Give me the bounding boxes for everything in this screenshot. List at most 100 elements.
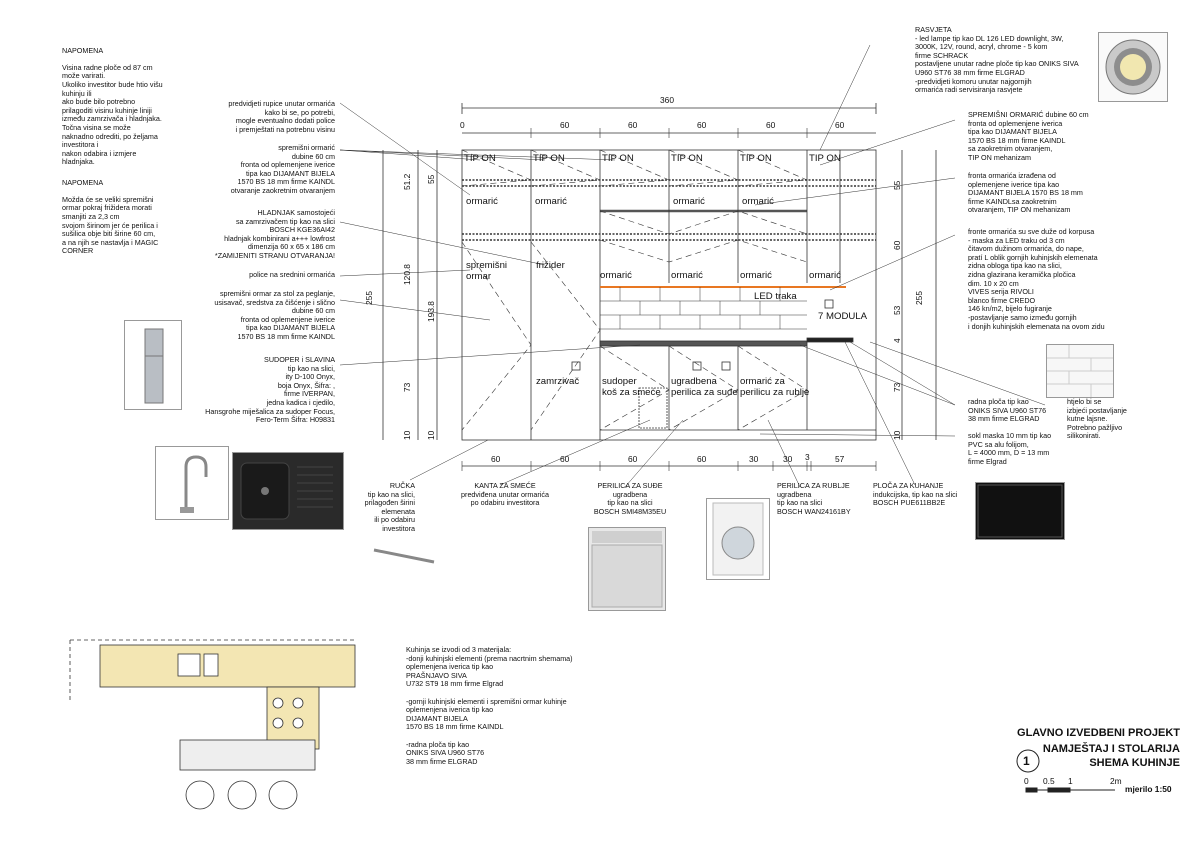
dim-left-6: 73 <box>402 382 412 392</box>
title-line-3: SHEMA KUHINJE <box>1089 757 1180 769</box>
callout-rucka: RUČKA tip kao na slici, prilagođen širin… <box>364 481 415 533</box>
scale-tick-05: 0.5 <box>1043 776 1055 786</box>
dim-bottom-6: 30 <box>783 454 793 464</box>
fridge-icon <box>144 328 164 404</box>
dishwasher-photo <box>588 527 666 611</box>
dim-right-3: 53 <box>892 305 902 315</box>
tile-icon <box>1047 345 1113 397</box>
callout-spremisni-ormaric: spremišni ormarić dubine 60 cm fronta od… <box>230 143 335 195</box>
dim-right-7: 255 <box>914 291 924 305</box>
dim-right-5: 73 <box>892 382 902 392</box>
dim-bottom-8: 57 <box>835 454 845 464</box>
label-ormaric-mid-3: ormarić <box>740 270 772 281</box>
dim-bottom-5: 30 <box>749 454 759 464</box>
callout-sokl: sokl maska 10 mm tip kao PVC sa alu foli… <box>968 431 1052 466</box>
dim-top-2: 60 <box>560 120 570 130</box>
title-number: 1 <box>1023 754 1030 768</box>
note-1-title: NAPOMENA <box>62 45 104 55</box>
label-ormaric-top-1: ormarić <box>466 196 498 207</box>
label-ormaric-mid-1: ormarić <box>600 270 632 281</box>
callout-spremisni-gornji: SPREMIŠNI ORMARIĆ dubine 60 cm fronta od… <box>968 110 1089 162</box>
label-tip-on-6: TIP ON <box>809 153 841 164</box>
downlight-photo <box>1098 32 1168 102</box>
label-ormaric-top-4: ormarić <box>742 196 774 207</box>
label-tip-on-4: TIP ON <box>671 153 703 164</box>
note-block-2: NAPOMENA Možda će se veliki spremišni or… <box>62 170 192 265</box>
label-7-modula: 7 MODULA <box>818 311 868 322</box>
dim-left-4: 255 <box>364 291 374 305</box>
washing-machine-photo <box>706 498 770 580</box>
label-tip-on-5: TIP ON <box>740 153 772 164</box>
label-ormaric-za-perilicu: ormarić za perilicu za rublje <box>740 376 810 398</box>
label-sudoper: sudoper koš za smeće <box>602 376 661 398</box>
title-line-2: NAMJEŠTAJ I STOLARIJA <box>1042 743 1180 755</box>
dim-bottom-3: 60 <box>628 454 638 464</box>
callout-rupice: predvidjeti rupice unutar ormarića kako … <box>228 99 335 134</box>
handle-icon <box>373 548 435 564</box>
scale-label: mjerilo 1:50 <box>1125 784 1172 794</box>
dim-left-1: 51.2 <box>402 173 412 190</box>
callout-rasvjeta: RASVJETA - led lampe tip kao DL 126 LED … <box>915 25 1079 95</box>
dim-top-6: 60 <box>835 120 845 130</box>
label-ormaric-top-2: ormarić <box>535 196 567 207</box>
cooktop-icon <box>977 484 1063 538</box>
faucet-icon <box>180 455 208 513</box>
dim-bottom-4: 60 <box>697 454 707 464</box>
label-ormaric-top-3: ormarić <box>673 196 705 207</box>
dim-bottom-2: 60 <box>560 454 570 464</box>
title-line-1: GLAVNO IZVEDBENI PROJEKT <box>1017 727 1180 739</box>
label-ormaric-mid-4: ormarić <box>809 270 841 281</box>
label-frizider: frižider <box>536 260 565 271</box>
label-tip-on-1: TIP ON <box>464 153 496 164</box>
scale-tick-2m: 2m <box>1110 776 1122 786</box>
dim-bottom-7: 3 <box>805 452 810 462</box>
label-tip-on-3: TIP ON <box>602 153 634 164</box>
callout-perilica-sude: PERILICA ZA SUĐE ugradbena tip kao na sl… <box>593 481 667 516</box>
dim-top-5: 60 <box>766 120 776 130</box>
washing-machine-icon <box>712 502 764 576</box>
cooktop-photo <box>975 482 1065 540</box>
materials-note: Kuhinja se izvodi od 3 materijala: -donj… <box>406 645 573 766</box>
dim-right-6: 10 <box>892 430 902 440</box>
dim-left-7: 10 <box>402 430 412 440</box>
label-led-traka: LED traka <box>754 291 797 302</box>
handle-photo <box>368 540 440 570</box>
tile-photo <box>1046 344 1114 398</box>
callout-fronta: fronta ormarića izrađena od oplemenjene … <box>968 171 1083 215</box>
callout-hladnjak: HLADNJAK samostojeći sa zamrzivačem tip … <box>214 208 335 260</box>
callout-spremisni-ormar: spremišni ormar za stol za peglanje, usi… <box>214 289 335 341</box>
faucet-photo <box>155 446 229 520</box>
note-1-body: Visina radne ploče od 87 cm može varirat… <box>62 62 163 167</box>
dishwasher-icon <box>591 531 663 608</box>
callout-radna-ploca: radna ploča tip kao ONIKS SIVA U960 ST76… <box>968 397 1047 424</box>
dim-right-4: 4 <box>892 338 902 343</box>
dim-left-3: 120.8 <box>402 264 412 285</box>
sink-icon <box>240 462 333 520</box>
dim-top-4: 60 <box>697 120 707 130</box>
callout-perilica-rublje: PERILICA ZA RUBLJE ugradbena tip kao na … <box>777 481 851 516</box>
fridge-photo <box>124 320 182 410</box>
label-ugradbena: ugradbena perilica za suđe <box>671 376 738 398</box>
label-spremisni-ormar: spremišni ormar <box>466 260 508 282</box>
callout-police: police na srednini ormarića <box>249 270 335 279</box>
scale-tick-0: 0 <box>1024 776 1029 786</box>
callout-sudoper: SUDOPER i SLAVINA tip kao na slici, ity … <box>205 355 335 425</box>
dim-top-1: 0 <box>460 120 465 130</box>
note-2-body: Možda će se veliki spremišni ormar pokra… <box>62 194 159 256</box>
dim-top-total: 360 <box>660 95 674 105</box>
dim-right-1: 55 <box>892 180 902 190</box>
dim-left-8: 10 <box>426 430 436 440</box>
scale-tick-1: 1 <box>1068 776 1073 786</box>
callout-ploca-kuhanje: PLOČA ZA KUHANJE indukcijska, tip kao na… <box>873 481 958 508</box>
label-zamrzivac: zamrzivač <box>536 376 580 387</box>
callout-kutna-lajsna: htjelo bi se izbjeći postavljanje kutne … <box>1067 397 1127 441</box>
dim-left-5: 193.8 <box>426 301 436 322</box>
note-block-1: NAPOMENA Visina radne ploče od 87 cm mož… <box>62 38 192 176</box>
dim-left-2: 55 <box>426 174 436 184</box>
callout-zidna-obloga: fronte ormarića su sve duže od korpusa -… <box>968 227 1105 331</box>
dim-top-3: 60 <box>628 120 638 130</box>
sink-photo <box>232 452 344 530</box>
downlight-icon <box>1105 39 1161 95</box>
callout-kanta: KANTA ZA SMEĆE predviđena unutar ormarić… <box>461 481 549 508</box>
